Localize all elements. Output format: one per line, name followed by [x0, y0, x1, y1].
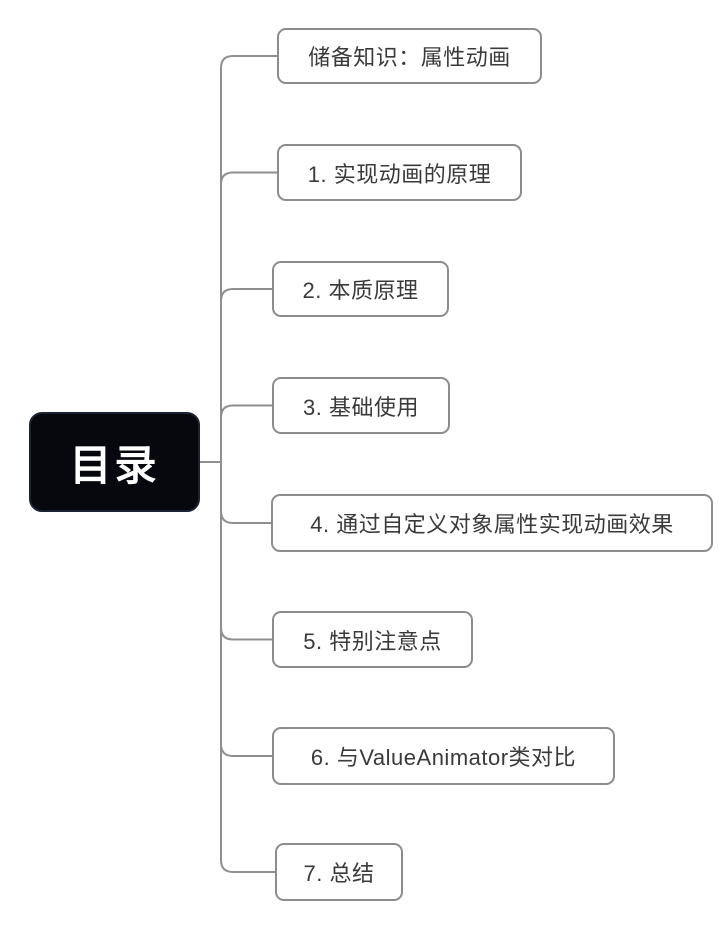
connector-branch [220, 627, 272, 641]
topic-node-label: 6. 与ValueAnimator类对比 [310, 745, 577, 770]
connector-branch [220, 171, 277, 185]
topic-node-5-special-notes[interactable]: 5. 特别注意点 [272, 611, 473, 668]
topic-node-label: 7. 总结 [303, 861, 375, 886]
topic-node-4-custom-property[interactable]: 4. 通过自定义对象属性实现动画效果 [271, 494, 713, 552]
root-node-toc[interactable]: 目录 [29, 412, 200, 512]
topic-node-label: 2. 本质原理 [302, 278, 419, 303]
topic-node-prep-knowledge[interactable]: 储备知识：属性动画 [277, 28, 542, 84]
connector-branch [220, 510, 271, 524]
topic-node-label: 4. 通过自定义对象属性实现动画效果 [310, 512, 674, 537]
topic-node-2-essence[interactable]: 2. 本质原理 [272, 261, 449, 317]
topic-node-label: 1. 实现动画的原理 [307, 161, 492, 187]
connector-branch [220, 404, 272, 418]
topic-node-1-principle[interactable]: 1. 实现动画的原理 [277, 144, 522, 201]
connector-trunk [220, 55, 277, 873]
root-node-label: 目录 [69, 441, 160, 489]
topic-node-3-basic-usage[interactable]: 3. 基础使用 [272, 377, 450, 434]
topic-node-label: 储备知识：属性动画 [308, 45, 511, 70]
topic-node-label: 5. 特别注意点 [303, 628, 442, 654]
connector-branch [220, 743, 272, 757]
topic-node-label: 3. 基础使用 [303, 394, 419, 420]
topic-node-6-valueanimator-compare[interactable]: 6. 与ValueAnimator类对比 [272, 727, 615, 785]
connector-branch [220, 288, 272, 302]
topic-node-7-summary[interactable]: 7. 总结 [275, 843, 403, 901]
